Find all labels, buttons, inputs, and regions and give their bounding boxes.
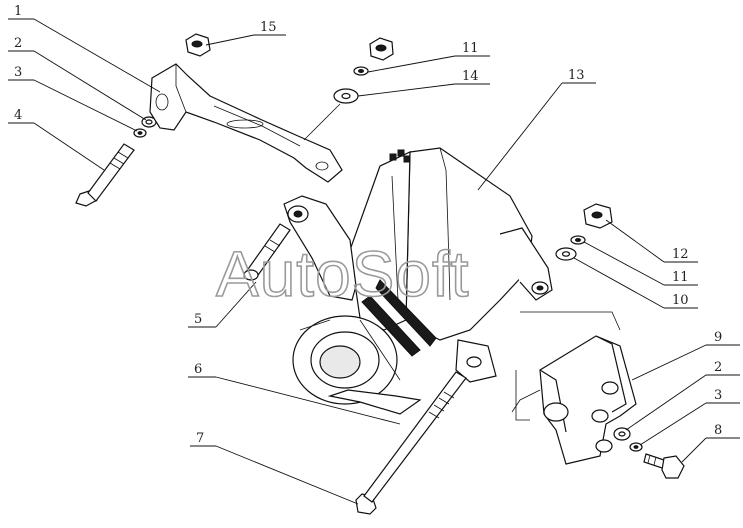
flat-washer-part-14: [333, 88, 359, 104]
callout-8: 8: [714, 423, 722, 438]
mounting-plate: [283, 195, 357, 301]
callout-7: 7: [196, 431, 204, 446]
bracket-part-9: [511, 335, 637, 465]
callout-numbers: 1 2 3 4 15 11 14 13 12 11 10 5 9 2 3 6 7…: [14, 4, 722, 446]
pulley-and-belt-part-6: [292, 279, 437, 415]
bolt-part-8: [643, 453, 685, 479]
nut-part-15: [185, 33, 211, 57]
leader-lines: [8, 18, 740, 505]
callout-15: 15: [260, 20, 277, 35]
callout-11-right: 11: [672, 270, 689, 285]
callout-2-right: 2: [714, 360, 722, 375]
flat-washer-part-10: [555, 247, 577, 261]
stud-part-5: [243, 223, 291, 281]
lock-washer-part-11-top: [353, 66, 369, 76]
callout-9: 9: [714, 330, 722, 345]
alternator-part-13: [349, 147, 553, 383]
nut-part-12: [583, 203, 613, 229]
callout-3-right: 3: [714, 388, 722, 403]
callout-3-left: 3: [14, 65, 22, 80]
callout-10: 10: [672, 293, 689, 308]
callout-11-top: 11: [462, 41, 479, 56]
assembly-axis-lower: [515, 370, 530, 421]
callout-2-left: 2: [14, 36, 22, 51]
callout-13: 13: [568, 68, 585, 83]
assembly-axis-top: [303, 103, 341, 141]
washer-part-2-right: [613, 427, 631, 441]
callout-1: 1: [14, 4, 22, 19]
bolt-part-4: [75, 143, 135, 207]
callout-4: 4: [14, 108, 22, 123]
callout-5: 5: [194, 312, 202, 327]
terminal-cluster: [389, 149, 411, 163]
watermark-text: AutoSoft: [216, 238, 470, 310]
washer-part-3-right: [629, 442, 643, 452]
callout-14: 14: [462, 69, 479, 84]
bolt-part-7: [355, 371, 467, 515]
callout-6: 6: [194, 362, 202, 377]
nut-part-11-top: [369, 37, 394, 61]
callout-12: 12: [672, 247, 689, 262]
assembly-axis-right: [520, 311, 621, 331]
lock-washer-part-11-right: [570, 235, 586, 245]
adjusting-bracket-part-1: [149, 63, 343, 183]
